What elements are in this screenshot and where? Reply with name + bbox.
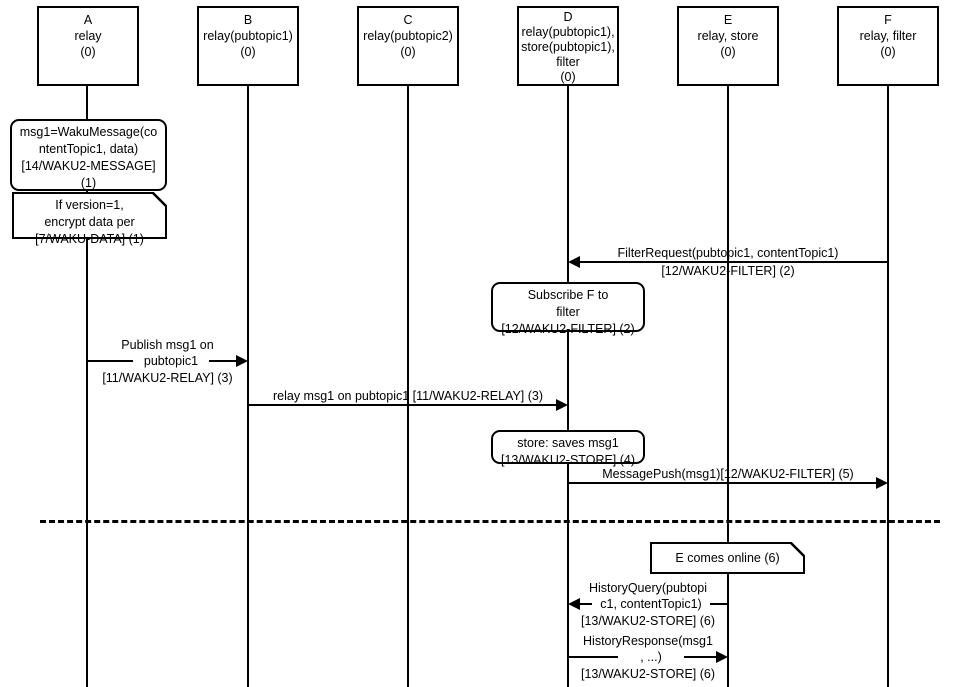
participant-b-role: relay(pubtopic1) [203,29,293,43]
participant-b[interactable]: B relay(pubtopic1) (0) [197,6,299,86]
note-subscribe-filter[interactable]: Subscribe F to filter [12/WAKU2-FILTER] … [491,282,645,336]
msg-filter-request-below: [12/WAKU2-FILTER] (2) [661,264,795,278]
note-encrypt-line1: If version=1, [55,198,124,212]
msg-filter-request-arrowhead [568,256,580,268]
note-fold-corner-icon [152,192,167,207]
participant-c[interactable]: C relay(pubtopic2) (0) [357,6,459,86]
participant-e[interactable]: E relay, store (0) [677,6,779,86]
participant-f[interactable]: F relay, filter (0) [837,6,939,86]
msg-publish-arrowhead [236,355,248,367]
participant-d[interactable]: D relay(pubtopic1), store(pubtopic1), fi… [517,6,619,86]
note-encrypt-line2: encrypt data per [44,215,135,229]
msg-history-query-above: HistoryQuery(pubtopi [588,581,708,595]
msg-relay-above: relay msg1 on pubtopic1 [11/WAKU2-RELAY]… [272,389,544,403]
note-subscribe-line1: Subscribe F to [527,288,609,302]
note-encrypt[interactable]: If version=1, encrypt data per [7/WAKU-D… [12,192,167,246]
participant-b-state: (0) [240,45,256,59]
participant-a[interactable]: A relay (0) [37,6,139,86]
note-msg1-line4: (1) [80,176,97,190]
participant-c-role: relay(pubtopic2) [363,29,453,43]
msg-message-push-line [568,482,876,484]
msg-history-response-arrowhead [716,651,728,663]
note-store-saves[interactable]: store: saves msg1 [13/WAKU2-STORE] (4) [491,430,645,467]
msg-filter-request-above: FilterRequest(pubtopic1, contentTopic1) [617,246,839,260]
msg-publish-above: Publish msg1 on [121,338,214,352]
lifeline-a [86,86,88,687]
participant-f-state: (0) [880,45,896,59]
note-msg1-create[interactable]: msg1=WakuMessage(co ntentTopic1, data) [… [10,119,167,191]
msg-publish-below: [11/WAKU2-RELAY] (3) [102,371,233,385]
time-separator [40,520,940,523]
lifeline-f [887,86,889,687]
msg-message-push-above: MessagePush(msg1)[12/WAKU2-FILTER] (5) [602,467,854,481]
participant-d-role: relay(pubtopic1), [521,25,615,39]
participant-f-role: relay, filter [859,29,917,43]
participant-e-role: relay, store [697,29,759,43]
note-e-comes-online[interactable]: E comes online (6) [650,542,805,574]
note-store-line2: [13/WAKU2-STORE] (4) [500,453,636,467]
note-encrypt-line3: [7/WAKU-DATA] (1) [35,232,144,246]
lifeline-e [727,86,729,687]
msg-history-query-inline: c1, contentTopic1) [592,597,710,612]
participant-a-role: relay [74,29,102,43]
note-store-line1: store: saves msg1 [517,436,619,450]
participant-d-name: D [563,10,573,24]
lifeline-d [567,86,569,687]
note-subscribe-line3: [12/WAKU2-FILTER] (2) [501,322,635,336]
participant-d-state: (0) [560,70,576,84]
participant-a-name: A [83,13,93,27]
msg-relay-line [248,404,556,406]
participant-c-name: C [403,13,413,27]
participant-f-name: F [884,13,892,27]
note-subscribe-line2: filter [556,305,580,319]
note-msg1-line2: ntentTopic1, data) [38,142,139,156]
participant-d-role3: filter [556,55,580,69]
lifeline-b [247,86,249,687]
note-msg1-line3: [14/WAKU2-MESSAGE] [21,159,156,173]
lifeline-c [407,86,409,687]
msg-message-push-arrowhead [876,477,888,489]
msg-publish-inline: pubtopic1 [133,354,209,369]
msg-history-query-arrowhead [568,598,580,610]
note-fold-corner-icon [790,542,805,557]
participant-a-state: (0) [80,45,96,59]
participant-c-state: (0) [400,45,416,59]
msg-history-response-above: HistoryResponse(msg1 [583,634,713,648]
msg-history-response-below: [13/WAKU2-STORE] (6) [580,667,716,681]
participant-d-role2: store(pubtopic1), [521,40,615,54]
note-msg1-line1: msg1=WakuMessage(co [19,125,158,139]
participant-e-state: (0) [720,45,736,59]
participant-b-name: B [243,13,253,27]
participant-e-name: E [723,13,733,27]
note-e-online-line1: E comes online (6) [675,551,780,565]
msg-history-query-below: [13/WAKU2-STORE] (6) [580,614,716,628]
msg-relay-arrowhead [556,399,568,411]
msg-filter-request-line [574,261,888,263]
msg-history-response-inline: , ...) [618,650,684,665]
